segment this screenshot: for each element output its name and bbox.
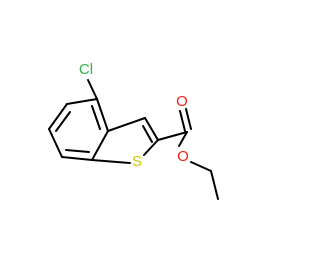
bond-c3a-c4-inner (91, 105, 101, 130)
bond-c3-c2-inner (142, 125, 153, 143)
bond-c5-c6 (48, 103, 68, 130)
bond-carbonyl-o-b (185, 108, 192, 130)
bond-c6-c7 (48, 128, 63, 158)
sulfur-label: S (132, 153, 142, 170)
bond-c4-c5 (66, 98, 98, 105)
carbonyl-oxygen-label: O (176, 93, 188, 110)
molecule-drawing: Cl S O O (48, 61, 219, 200)
bond-c7-c7a (61, 156, 93, 161)
chlorine-label: Cl (79, 61, 93, 78)
bond-c7a-c3a (91, 130, 109, 161)
bond-c3a-c3 (107, 117, 146, 132)
bond-carbonyl-oester (178, 131, 188, 147)
bond-c2-s (143, 139, 159, 156)
bond-oester-ch2 (190, 161, 212, 172)
ester-oxygen-label: O (177, 148, 189, 165)
bond-c5-c6-inner (55, 111, 71, 132)
bond-c4-cl (87, 79, 98, 100)
bond-c3-c2 (144, 117, 159, 141)
bond-carbonyl-o-a (179, 110, 186, 132)
structure-diagram: Cl S O O (48, 61, 219, 200)
bond-c2-carbonyl (157, 131, 188, 141)
bond-ch2-ch3 (210, 170, 219, 200)
bond-c3a-c4 (96, 98, 109, 132)
bond-s-c7a (91, 159, 131, 164)
bond-c7-c7a-inner (65, 149, 90, 153)
